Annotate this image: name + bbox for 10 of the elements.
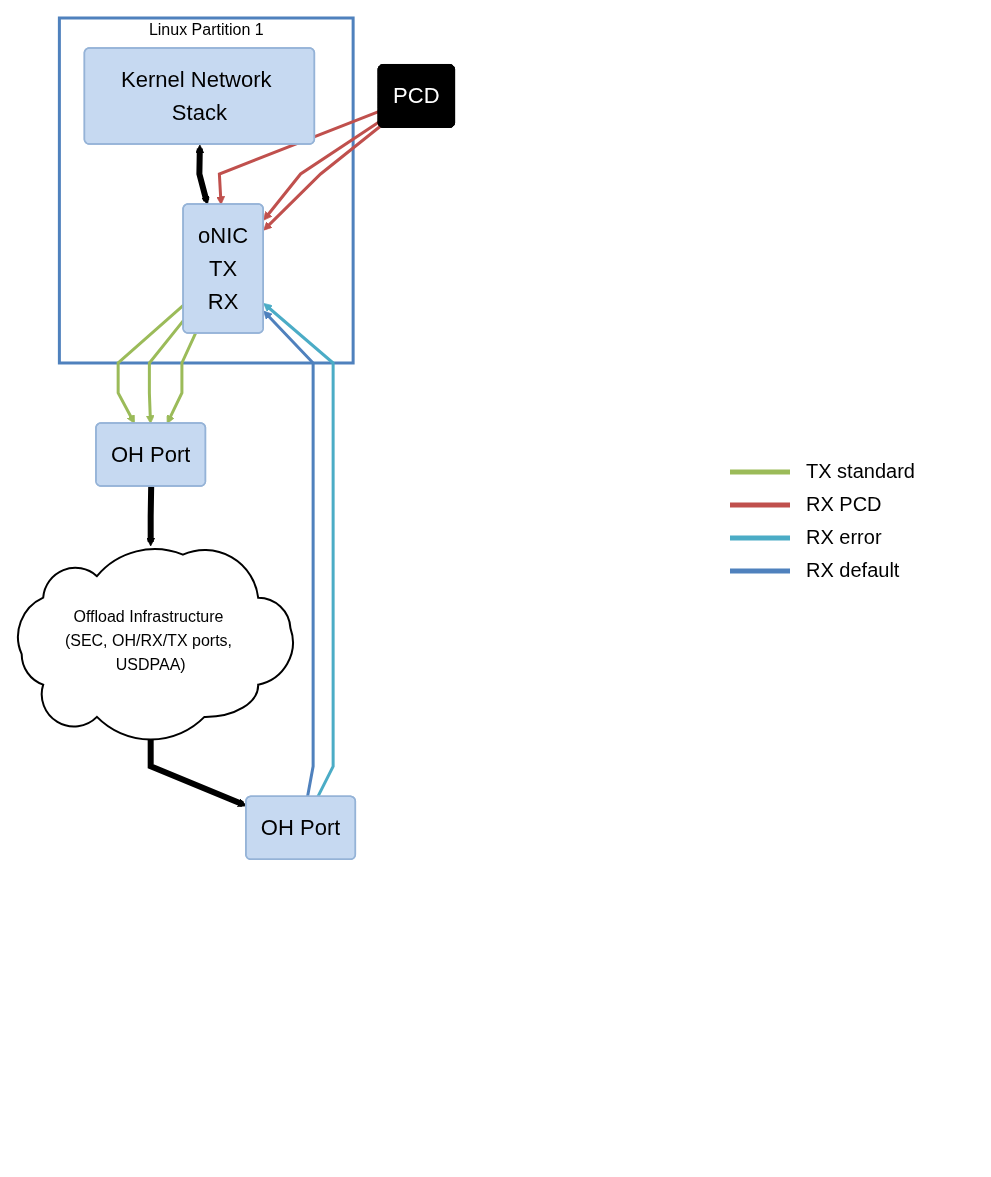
arrow <box>146 486 156 547</box>
arrow <box>216 110 380 205</box>
arrow <box>195 144 210 205</box>
arrow <box>263 310 315 798</box>
legend-label: RX PCD <box>806 493 882 516</box>
arrow <box>166 332 197 424</box>
legend-label: TX standard <box>806 460 915 483</box>
legend-label: RX default <box>806 559 900 582</box>
legend-label: RX error <box>806 526 882 549</box>
arrow <box>263 303 335 798</box>
